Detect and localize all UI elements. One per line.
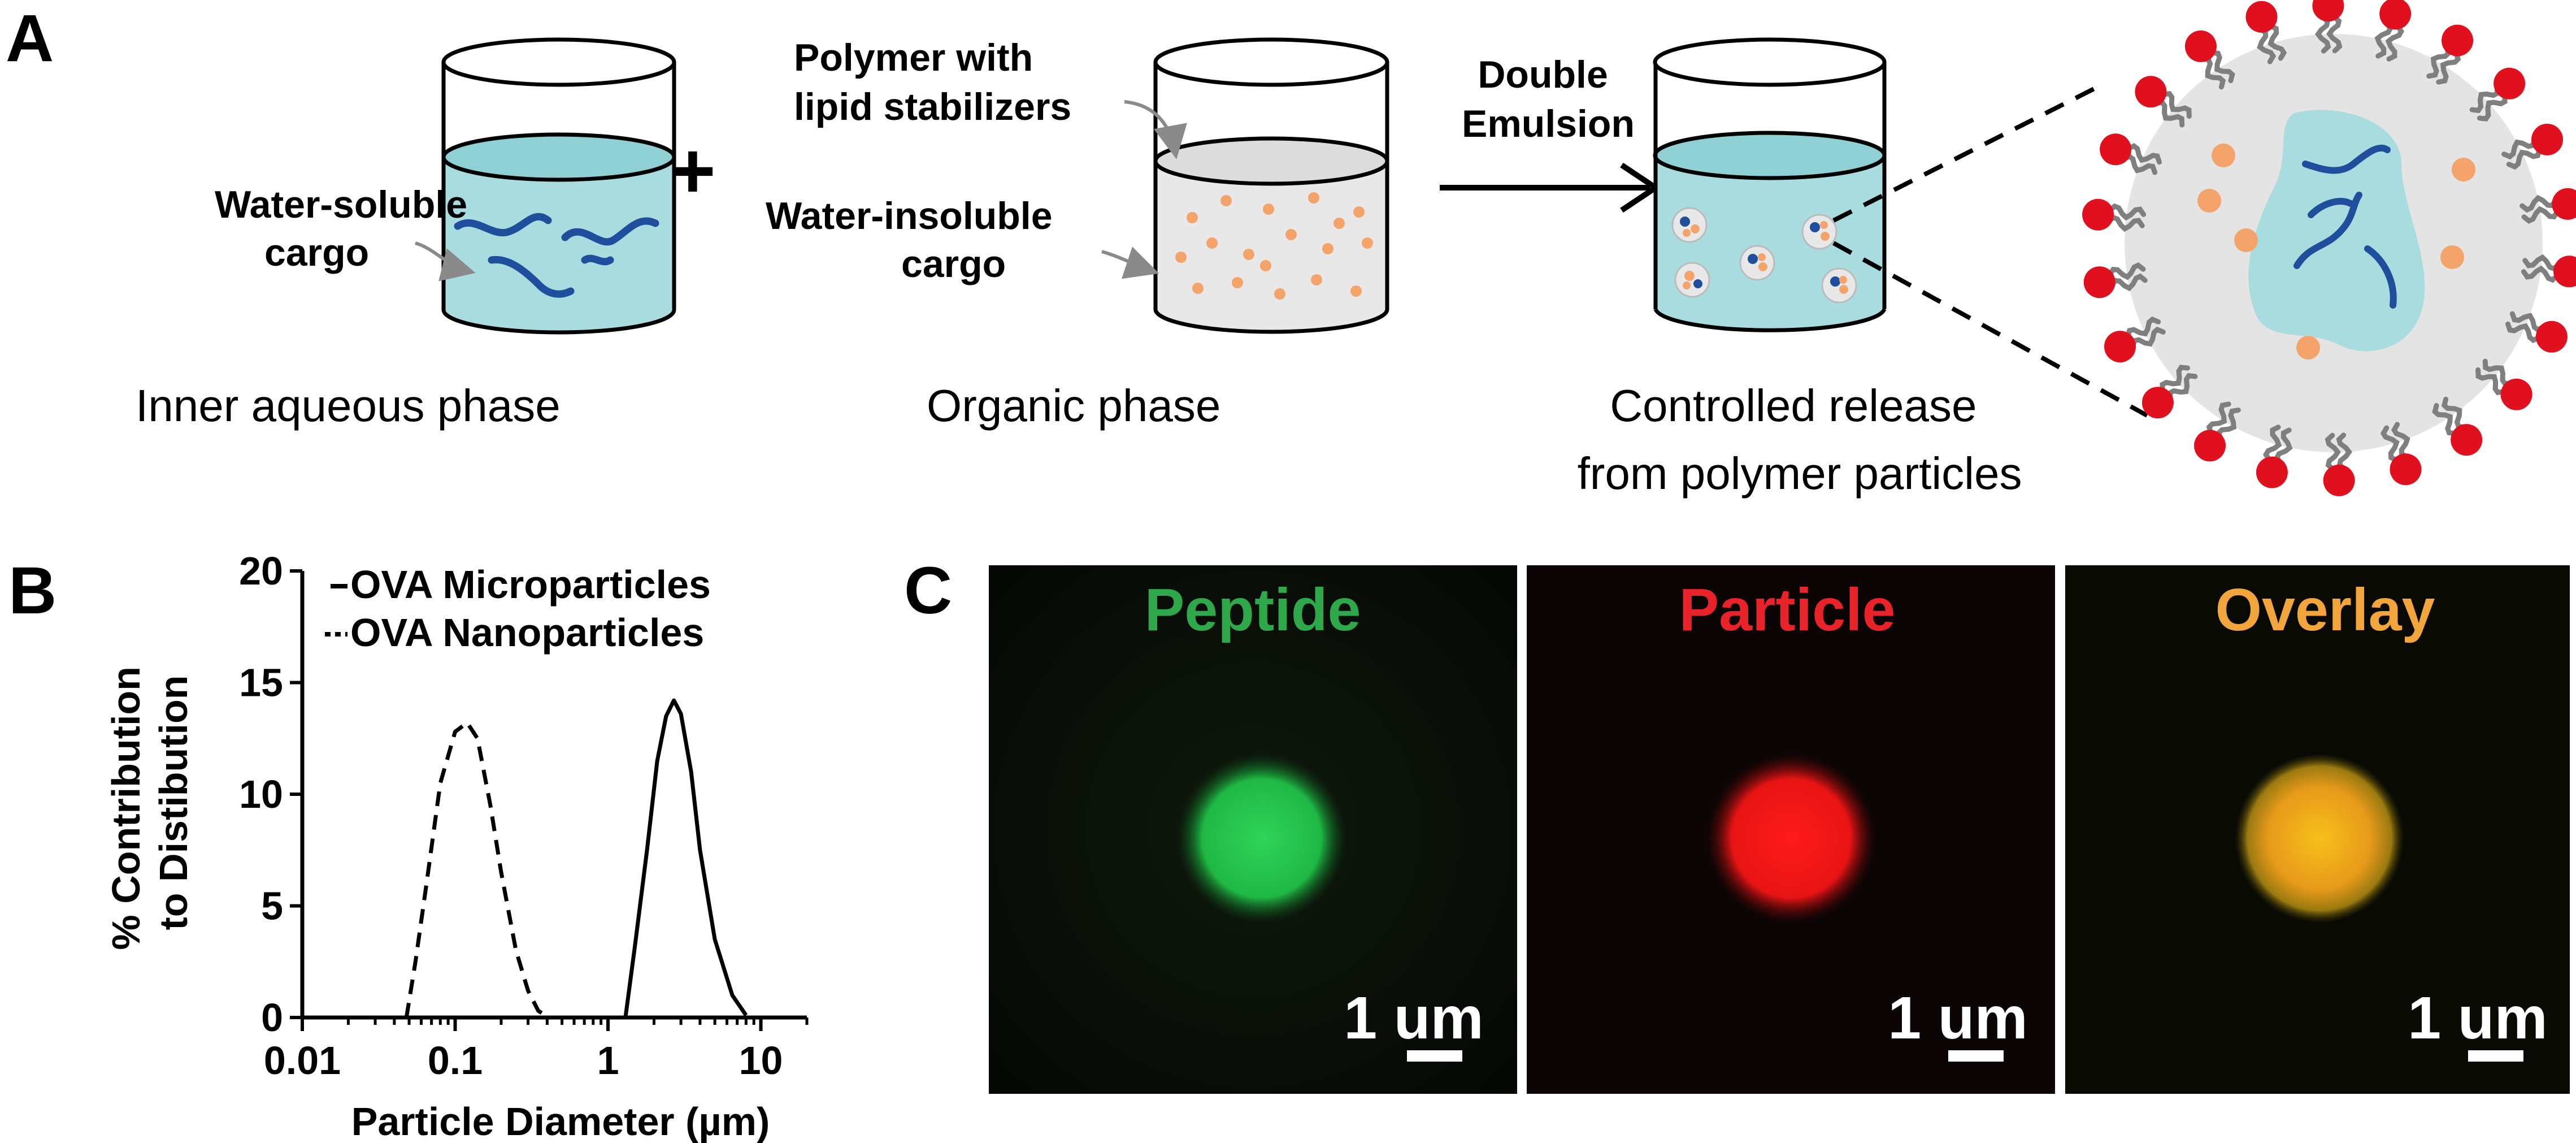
water-soluble-label: Water-soluble cargo	[215, 183, 478, 274]
caption-organic: Organic phase	[927, 380, 1220, 431]
series-line-nanoparticles	[406, 723, 547, 1018]
y-axis-label: % Contribution to Distibution	[104, 655, 196, 950]
lipid-head	[2501, 379, 2532, 410]
cargo-strand	[585, 258, 610, 262]
lipid-head	[2246, 1, 2278, 33]
scale-bar-label: 1 um	[1344, 985, 1483, 1051]
x-tick-label: 1	[597, 1038, 619, 1083]
zoomed-particle	[2082, 0, 2576, 496]
water-insoluble-label: Water-insoluble cargo	[766, 194, 1063, 285]
legend-label-micro: OVA Microparticles	[350, 562, 711, 607]
x-tick-label: 0.01	[264, 1038, 341, 1083]
micrograph-peptide: Peptide 1 um	[989, 565, 1517, 1094]
panel-a-letter: A	[6, 1, 54, 76]
beaker-controlled-release	[1655, 40, 1884, 332]
double-emulsion-label: Double Emulsion	[1462, 53, 1635, 145]
micrograph-label: Peptide	[1145, 577, 1361, 643]
micrograph-label: Particle	[1679, 577, 1895, 643]
x-tick-label: 0.1	[428, 1038, 483, 1083]
scale-bar-label: 1 um	[2408, 985, 2547, 1051]
lipid-head	[2553, 256, 2576, 287]
scale-bar	[2468, 1050, 2523, 1062]
lipid-head	[2379, 0, 2411, 29]
legend-label-nano: OVA Nanoparticles	[350, 611, 704, 655]
lipid-head	[2100, 133, 2131, 165]
series-line-microparticles	[625, 700, 746, 1018]
lipid-head	[2256, 457, 2288, 488]
lipid-head	[2390, 453, 2422, 485]
beaker-inner-aqueous	[444, 40, 674, 332]
panel-a: A Water-soluble cargo +	[6, 0, 2576, 499]
lipid-head	[2194, 430, 2226, 461]
lipid-head	[2142, 387, 2174, 418]
beaker-organic	[1155, 40, 1387, 332]
lipid-head	[2494, 68, 2525, 99]
fluorescent-particle	[2235, 754, 2404, 923]
scale-bar	[1407, 1050, 1462, 1062]
lipid-head	[2084, 266, 2115, 298]
polymer-arrow	[1124, 102, 1175, 153]
caption-inner-aqueous: Inner aqueous phase	[136, 380, 561, 431]
lipid-head	[2185, 31, 2217, 62]
lipid-head	[2536, 321, 2568, 353]
plus-sign: +	[670, 126, 716, 215]
scale-bar	[1948, 1050, 2004, 1062]
scale-bar-label: 1 um	[1888, 985, 2027, 1051]
panel-c: C Peptide 1 um Particle 1 um Overlay 1 u…	[904, 553, 2570, 1094]
panel-b: B 0 5 10 15 20 0.01 0.1 1 10 OVA Microparticles…	[8, 549, 807, 1143]
lipid-head	[2135, 76, 2166, 107]
polymer-label: Polymer with lipid stabilizers	[794, 36, 1071, 128]
lipid-head	[2082, 199, 2114, 231]
panel-c-letter: C	[904, 553, 952, 628]
lipid-head	[2442, 25, 2473, 57]
double-emulsion-arrow	[1440, 165, 1656, 210]
x-axis-label: Particle Diameter (µm)	[351, 1099, 770, 1143]
y-tick-label: 5	[261, 884, 283, 928]
micrograph-label: Overlay	[2216, 577, 2435, 643]
y-tick-label: 20	[239, 549, 283, 593]
caption-controlled-release: Controlled release from polymer particle…	[1578, 380, 2022, 499]
x-tick-label: 10	[739, 1038, 783, 1083]
water-insoluble-arrow	[1102, 252, 1153, 271]
micrograph-particle: Particle 1 um	[1527, 565, 2055, 1094]
y-tick-label: 15	[239, 661, 283, 705]
fluorescent-particle	[1706, 754, 1876, 923]
size-distribution-chart: 0 5 10 15 20 0.01 0.1 1 10 OVA Microparticles O…	[104, 549, 807, 1143]
fluorescent-particle	[1177, 754, 1346, 923]
panel-b-letter: B	[8, 553, 57, 628]
lipid-head	[2104, 331, 2136, 362]
lipid-head	[2531, 124, 2563, 155]
lipid-head	[2451, 424, 2482, 456]
lipid-head	[2323, 465, 2355, 496]
y-tick-label: 0	[261, 995, 283, 1040]
y-tick-label: 10	[239, 772, 283, 816]
micrograph-overlay: Overlay 1 um	[2065, 565, 2570, 1094]
